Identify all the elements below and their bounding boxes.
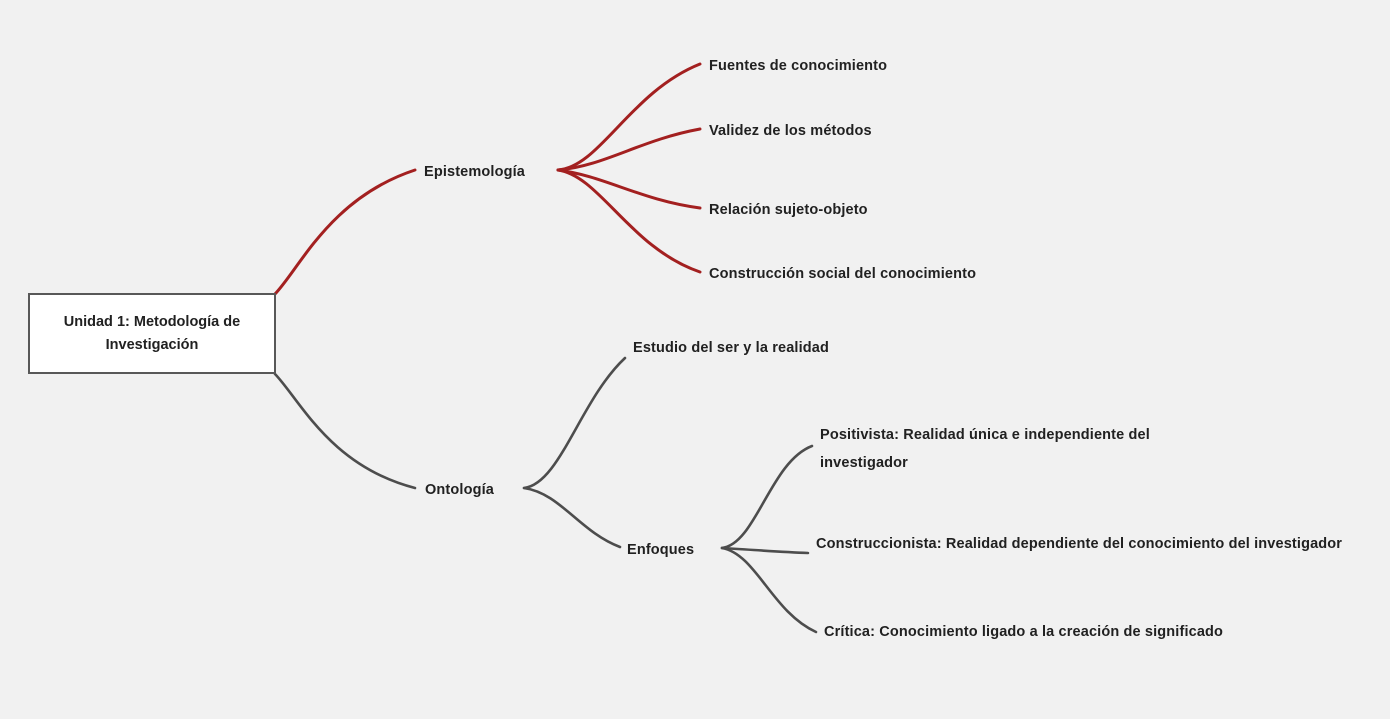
edge-ontologia-enfoques: [522, 486, 622, 549]
edge-enfoques-positivista: [720, 444, 814, 550]
edge-enfoques-construccionista: [720, 546, 810, 555]
edge-root-ontologia: [273, 372, 417, 490]
edge-root-epistemologia: [273, 168, 417, 296]
edge-epistemologia-validez: [556, 127, 702, 172]
node-epistemologia[interactable]: Epistemología: [424, 164, 525, 180]
edge-epistemologia-fuentes: [556, 62, 702, 172]
edge-epistemologia-relacion: [556, 168, 702, 210]
node-estudio-del-ser[interactable]: Estudio del ser y la realidad: [633, 340, 829, 356]
node-positivista[interactable]: Positivista: Realidad única e independie…: [820, 427, 1150, 471]
node-ontologia[interactable]: Ontología: [425, 482, 494, 498]
edge-epistemologia-construccion: [556, 168, 702, 274]
node-relacion-sujeto-objeto[interactable]: Relación sujeto-objeto: [709, 202, 868, 218]
root-node[interactable]: Unidad 1: Metodología de Investigación: [28, 293, 276, 374]
node-fuentes-de-conocimiento[interactable]: Fuentes de conocimiento: [709, 58, 888, 74]
node-construccion-social[interactable]: Construcción social del conocimiento: [709, 266, 977, 282]
node-critica[interactable]: Crítica: Conocimiento ligado a la creaci…: [824, 624, 1224, 640]
node-validez-de-los-metodos[interactable]: Validez de los métodos: [709, 123, 872, 139]
edge-enfoques-critica: [720, 546, 818, 634]
node-construccionista[interactable]: Construccionista: Realidad dependiente d…: [816, 536, 1343, 552]
edge-ontologia-estudio: [522, 356, 627, 490]
node-enfoques[interactable]: Enfoques: [627, 542, 695, 558]
root-node-label: Unidad 1: Metodología de Investigación: [63, 314, 241, 353]
